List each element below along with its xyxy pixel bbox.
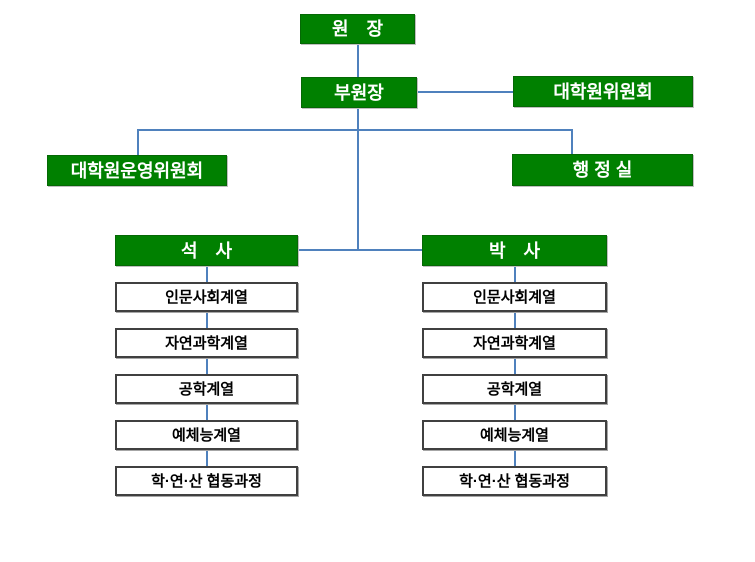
masters-dept-engineering: 공학계열 — [115, 374, 298, 404]
node-vice-director: 부원장 — [301, 77, 417, 108]
doctoral-dept-arts-sports: 예체능계열 — [422, 420, 607, 450]
connector-vice-trunk — [357, 108, 359, 250]
connector-level3-horizontal — [137, 129, 572, 131]
connector-masters-doctoral — [298, 249, 422, 251]
masters-dept-cooperative-program: 학·연·산 협동과정 — [115, 466, 298, 496]
connector-doctoral-dept — [514, 312, 516, 328]
connector-drop-admin-office — [571, 129, 573, 154]
connector-masters-dept — [206, 266, 208, 282]
connector-masters-dept — [206, 450, 208, 466]
connector-vice-committee — [417, 91, 513, 93]
connector-masters-dept — [206, 358, 208, 374]
doctoral-dept-natural-sciences: 자연과학계열 — [422, 328, 607, 358]
doctoral-dept-humanities: 인문사회계열 — [422, 282, 607, 312]
node-doctoral: 박 사 — [422, 235, 607, 266]
node-graduate-committee: 대학원위원회 — [513, 76, 693, 107]
masters-dept-natural-sciences: 자연과학계열 — [115, 328, 298, 358]
doctoral-dept-engineering: 공학계열 — [422, 374, 607, 404]
connector-masters-dept — [206, 404, 208, 420]
connector-doctoral-dept — [514, 358, 516, 374]
connector-doctoral-dept — [514, 404, 516, 420]
node-masters: 석 사 — [115, 235, 298, 266]
connector-masters-dept — [206, 312, 208, 328]
connector-doctoral-dept — [514, 450, 516, 466]
connector-director-vice — [357, 44, 359, 77]
node-admin-office: 행 정 실 — [512, 154, 693, 186]
doctoral-dept-cooperative-program: 학·연·산 협동과정 — [422, 466, 607, 496]
connector-doctoral-dept — [514, 266, 516, 282]
connector-drop-operating-committee — [137, 129, 139, 155]
node-operating-committee: 대학원운영위원회 — [47, 155, 227, 186]
masters-dept-humanities: 인문사회계열 — [115, 282, 298, 312]
masters-dept-arts-sports: 예체능계열 — [115, 420, 298, 450]
node-director: 원 장 — [300, 14, 415, 44]
